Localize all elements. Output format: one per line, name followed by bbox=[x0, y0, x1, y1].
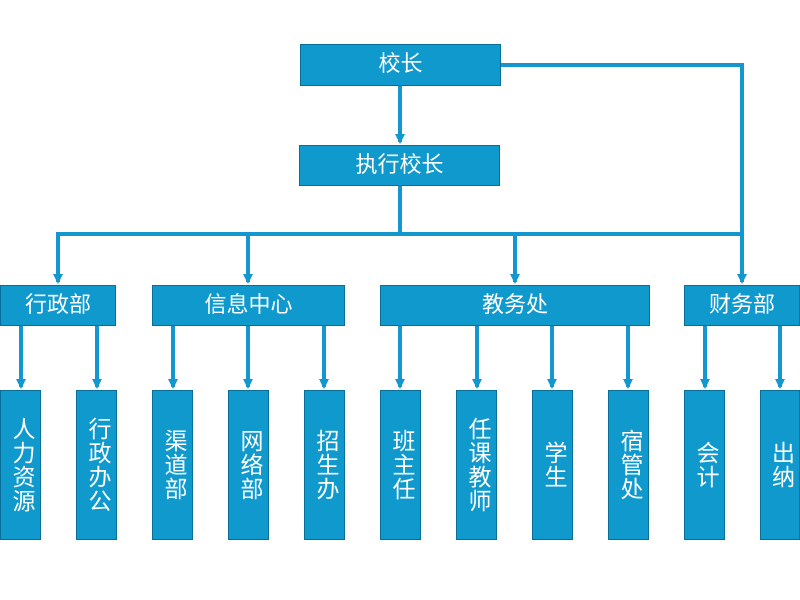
dept-finance-label: 财务部 bbox=[708, 292, 775, 318]
dept-info-center-label: 信息中心 bbox=[204, 292, 293, 318]
dept-finance-box: 财务部 bbox=[684, 285, 800, 326]
sub-unit-label: 招生办 bbox=[312, 429, 338, 501]
principal-label: 校长 bbox=[378, 52, 423, 77]
principal-box: 校长 bbox=[300, 44, 501, 86]
sub-unit-label: 网络部 bbox=[236, 429, 262, 501]
sub-unit-label: 渠道部 bbox=[160, 429, 186, 501]
sub-unit-box: 任课教师 bbox=[456, 390, 497, 540]
sub-unit-box: 人力资源 bbox=[0, 390, 41, 540]
sub-unit-label: 班主任 bbox=[388, 429, 414, 501]
sub-unit-box: 出纳 bbox=[760, 390, 800, 540]
sub-unit-box: 招生办 bbox=[304, 390, 345, 540]
dept-academic-affairs-box: 教务处 bbox=[380, 285, 650, 326]
sub-unit-label: 学生 bbox=[540, 441, 566, 489]
sub-unit-box: 渠道部 bbox=[152, 390, 193, 540]
sub-unit-label: 人力资源 bbox=[8, 417, 34, 513]
dept-info-center-box: 信息中心 bbox=[152, 285, 345, 326]
dept-admin-label: 行政部 bbox=[24, 292, 91, 318]
dept-academic-affairs-label: 教务处 bbox=[481, 292, 548, 318]
sub-unit-label: 宿管处 bbox=[616, 429, 642, 501]
sub-unit-label: 任课教师 bbox=[464, 417, 490, 513]
sub-unit-box: 宿管处 bbox=[608, 390, 649, 540]
sub-unit-box: 行政办公 bbox=[76, 390, 117, 540]
executive-principal-box: 执行校长 bbox=[299, 145, 500, 186]
executive-principal-label: 执行校长 bbox=[355, 152, 444, 178]
sub-unit-label: 出纳 bbox=[767, 441, 794, 489]
sub-unit-box: 会计 bbox=[684, 390, 725, 540]
sub-unit-box: 班主任 bbox=[380, 390, 421, 540]
sub-unit-box: 学生 bbox=[532, 390, 573, 540]
sub-unit-box: 网络部 bbox=[228, 390, 269, 540]
connector-principal-to-finance bbox=[501, 63, 744, 234]
dept-admin-box: 行政部 bbox=[0, 285, 116, 326]
sub-unit-label: 会计 bbox=[692, 441, 718, 489]
sub-unit-label: 行政办公 bbox=[84, 417, 110, 513]
